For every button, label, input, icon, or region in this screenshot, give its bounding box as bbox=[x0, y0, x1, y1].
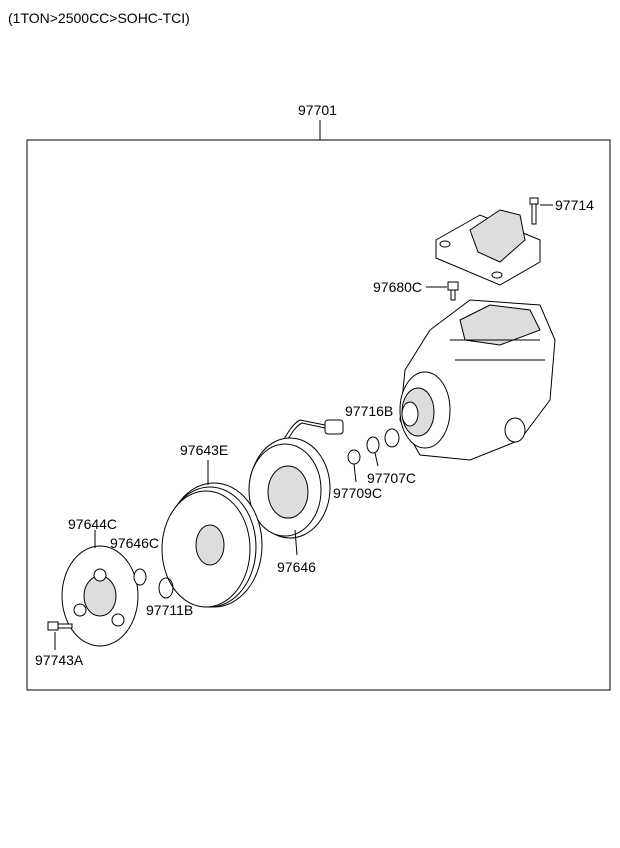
label-97680C[interactable]: 97680C bbox=[373, 279, 422, 295]
diagram-title: (1TON>2500CC>SOHC-TCI) bbox=[8, 10, 190, 26]
field-coil-97646 bbox=[248, 437, 331, 539]
shim-97646C-part bbox=[133, 568, 147, 586]
label-97643E[interactable]: 97643E bbox=[180, 442, 228, 458]
label-97707C[interactable]: 97707C bbox=[367, 470, 416, 486]
ring-part bbox=[384, 428, 400, 448]
label-97743A[interactable]: 97743A bbox=[35, 652, 84, 668]
label-97646[interactable]: 97646 bbox=[277, 559, 316, 575]
label-97709C[interactable]: 97709C bbox=[333, 485, 382, 501]
valve-cap-97680C bbox=[447, 281, 459, 301]
bolt-97714 bbox=[529, 197, 539, 225]
snap-ring-97711B-part bbox=[158, 577, 174, 599]
bolt-97743A bbox=[47, 621, 73, 631]
assembly-frame bbox=[26, 139, 611, 691]
label-97711B[interactable]: 97711B bbox=[146, 602, 193, 618]
label-97716B[interactable]: 97716B bbox=[345, 403, 393, 419]
label-97714[interactable]: 97714 bbox=[555, 197, 594, 213]
label-97646C[interactable]: 97646C bbox=[110, 535, 159, 551]
compressor-body bbox=[399, 299, 556, 461]
mounting-bracket bbox=[435, 209, 541, 286]
label-97701[interactable]: 97701 bbox=[298, 102, 337, 118]
hub-plate-97644C bbox=[61, 545, 139, 647]
label-97644C[interactable]: 97644C bbox=[68, 516, 117, 532]
pulley-97643E bbox=[161, 482, 263, 608]
snap-ring-97707C-part bbox=[366, 436, 380, 454]
shim-97709C-part bbox=[347, 449, 361, 465]
